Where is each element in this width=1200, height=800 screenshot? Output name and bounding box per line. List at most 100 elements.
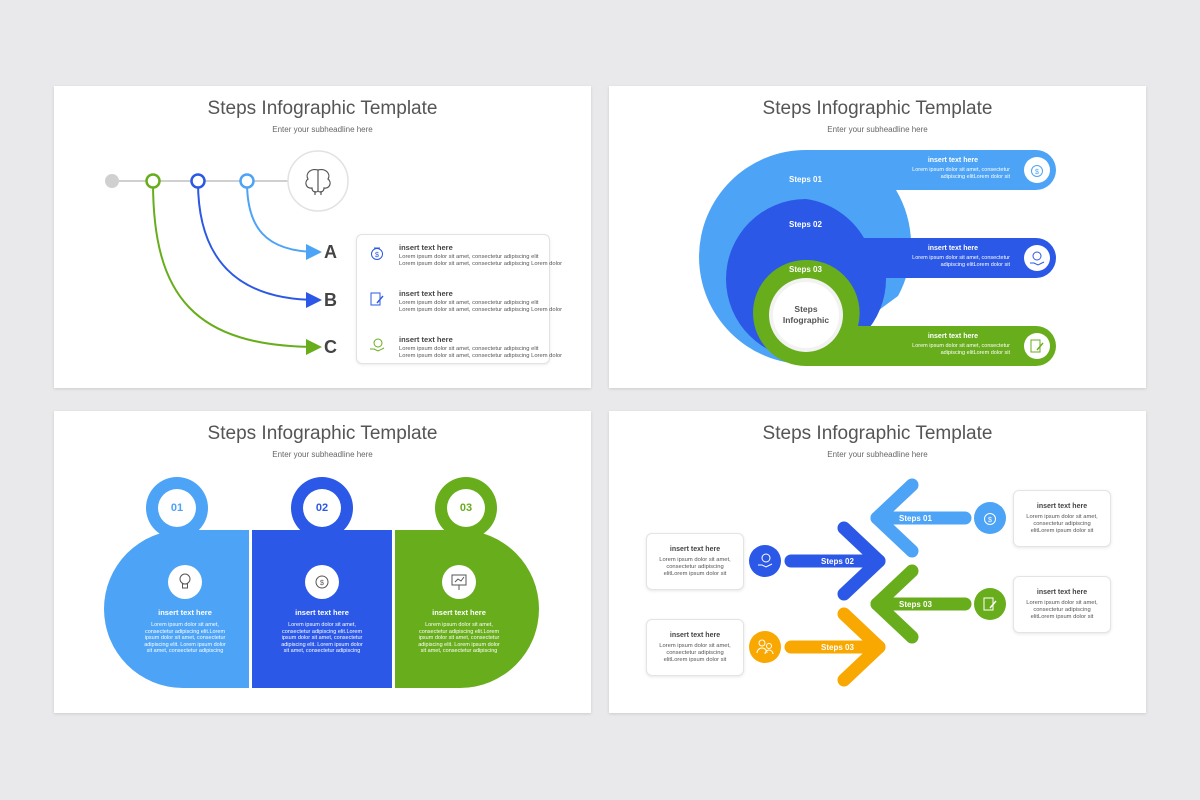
column-line: consectetur adipiscing elit.Lorem	[144, 628, 226, 635]
team-icon	[756, 639, 774, 655]
arrow-1-head	[870, 478, 919, 558]
column-line: ipsum dolor sit amet, consectetur	[281, 635, 363, 641]
box-title: insert text here	[669, 632, 721, 639]
arrow-label: Steps 02	[821, 557, 854, 566]
pill-graphic: $	[104, 477, 539, 688]
bar-desc: adipiscing elitLorem dolor sit	[940, 173, 1010, 180]
bar-text: insert text here Lorem ipsum dolor sit a…	[895, 157, 1010, 180]
list-item: insert text here Lorem ipsum dolor sit a…	[367, 289, 562, 325]
slide-title: Steps Infographic Template	[762, 98, 993, 119]
slide-subtitle: Enter your subheadline here	[827, 125, 928, 134]
text-box: insert text here Lorem ipsum dolor sit a…	[1013, 576, 1111, 633]
box-line: Lorem ipsum dolor sit amet,	[659, 557, 731, 563]
text-box: insert text here Lorem ipsum dolor sit a…	[646, 533, 744, 590]
column-2-shape	[251, 530, 393, 688]
column-line: consectetur adipiscing elit.Lorem	[418, 628, 500, 635]
label-b: B	[324, 290, 337, 310]
arrow-4-head	[837, 607, 886, 687]
column-line: adipiscing elit. Lorem ipsum dolor	[281, 641, 363, 648]
column-text: insert text here Lorem ipsum dolor sit a…	[399, 608, 519, 655]
presentation-icon	[451, 574, 467, 590]
icon-circle	[974, 588, 1006, 620]
list-item: $ insert text here Lorem ipsum dolor sit…	[367, 243, 562, 279]
money-bag-icon: $	[1031, 165, 1043, 177]
box-line: consectetur adipiscing	[666, 564, 724, 570]
bar-title: insert text here	[927, 157, 978, 164]
bar-text: insert text here Lorem ipsum dolor sit a…	[895, 333, 1010, 356]
number-circle-inner	[158, 489, 196, 527]
box-line: consectetur adipiscing	[1033, 607, 1091, 613]
slide-title: Steps Infographic Template	[207, 423, 438, 444]
step-label: Steps 03	[789, 265, 822, 274]
bar-text: insert text here Lorem ipsum dolor sit a…	[895, 245, 1010, 268]
column-number: 03	[459, 502, 473, 514]
icon-circle	[1024, 245, 1050, 271]
step-label: Steps 02	[789, 220, 822, 229]
bar-desc: adipiscing elitLorem dolor sit	[940, 349, 1010, 356]
column-line: sit amet, consectetur adipiscing	[420, 648, 498, 654]
box-line: Lorem ipsum dolor sit amet,	[1026, 600, 1098, 606]
column-1-shape	[104, 530, 250, 688]
column-line: Lorem ipsum dolor sit amet,	[425, 622, 493, 628]
column-line: Lorem ipsum dolor sit amet,	[288, 622, 356, 628]
column-title: insert text here	[432, 608, 486, 617]
slide-4: Steps Infographic Template Enter your su…	[609, 411, 1146, 713]
bar-title: insert text here	[927, 333, 978, 340]
bar-desc: Lorem ipsum dolor sit amet, consectetur	[912, 343, 1010, 349]
connector-b	[197, 181, 322, 308]
slide-1: Steps Infographic Template Enter your su…	[54, 86, 591, 388]
connector-a	[246, 181, 322, 260]
column-number: 01	[170, 502, 184, 514]
slide-3: Steps Infographic Template Enter your su…	[54, 411, 591, 713]
box-line: elitLorem ipsum dolor sit	[1030, 528, 1094, 534]
timeline-graphic	[105, 150, 349, 355]
slide-title: Steps Infographic Template	[762, 423, 993, 444]
brain-icon	[305, 169, 331, 195]
box-line: consectetur adipiscing	[666, 650, 724, 656]
column-title: insert text here	[295, 608, 349, 617]
box-line: Lorem ipsum dolor sit amet,	[1026, 514, 1098, 520]
box-line: elitLorem ipsum dolor sit	[663, 571, 727, 577]
item-title: insert text here	[399, 289, 453, 298]
timeline-dot	[105, 174, 119, 188]
icon-circle	[1024, 333, 1050, 359]
item-text: Lorem ipsum dolor sit amet, consectetur …	[399, 353, 563, 359]
money-bag-icon: $	[984, 513, 996, 525]
item-text: Lorem ipsum dolor sit amet, consectetur …	[399, 300, 539, 306]
label-c: C	[324, 337, 337, 357]
item-text: Lorem ipsum dolor sit amet, consectetur …	[399, 261, 563, 267]
column-line: ipsum dolor sit amet, consectetur	[144, 635, 226, 641]
icon-circle	[749, 545, 781, 577]
step-label: Steps 01	[789, 175, 822, 184]
money-bag-icon: $	[371, 247, 383, 260]
arrows-graphic: $	[749, 478, 1006, 687]
concentric-graphic: $	[699, 150, 1056, 366]
edit-document-icon	[370, 292, 384, 306]
connector-c	[152, 181, 322, 355]
column-line: Lorem ipsum dolor sit amet,	[151, 622, 219, 628]
icon-circle	[442, 565, 476, 599]
text-box: insert text here Lorem ipsum dolor sit a…	[1013, 490, 1111, 547]
bar-desc: Lorem ipsum dolor sit amet, consectetur	[912, 255, 1010, 261]
column-title: insert text here	[158, 608, 212, 617]
list-item: insert text here Lorem ipsum dolor sit a…	[367, 335, 562, 371]
icon-circle	[974, 502, 1006, 534]
bar-desc: Lorem ipsum dolor sit amet, consectetur	[912, 167, 1010, 173]
arrow-label: Steps 03	[821, 643, 854, 652]
bar-desc: adipiscing elitLorem dolor sit	[940, 261, 1010, 268]
hand-money-icon	[758, 553, 773, 568]
slide-2: Steps Infographic Template Enter your su…	[609, 86, 1146, 388]
center-circle	[773, 282, 839, 348]
column-3-shape	[394, 530, 539, 688]
svg-text:$: $	[375, 252, 379, 259]
number-circle-inner	[447, 489, 485, 527]
hand-money-icon	[1030, 251, 1045, 266]
item-title: insert text here	[399, 243, 453, 252]
item-text: Lorem ipsum dolor sit amet, consectetur …	[399, 346, 539, 352]
arrow-label: Steps 03	[899, 600, 932, 609]
slide-subtitle: Enter your subheadline here	[827, 450, 928, 459]
money-bag-icon: $	[315, 575, 329, 589]
timeline-dot	[239, 173, 255, 189]
column-line: sit amet, consectetur adipiscing	[283, 648, 361, 654]
arrow-3-head	[870, 564, 919, 644]
